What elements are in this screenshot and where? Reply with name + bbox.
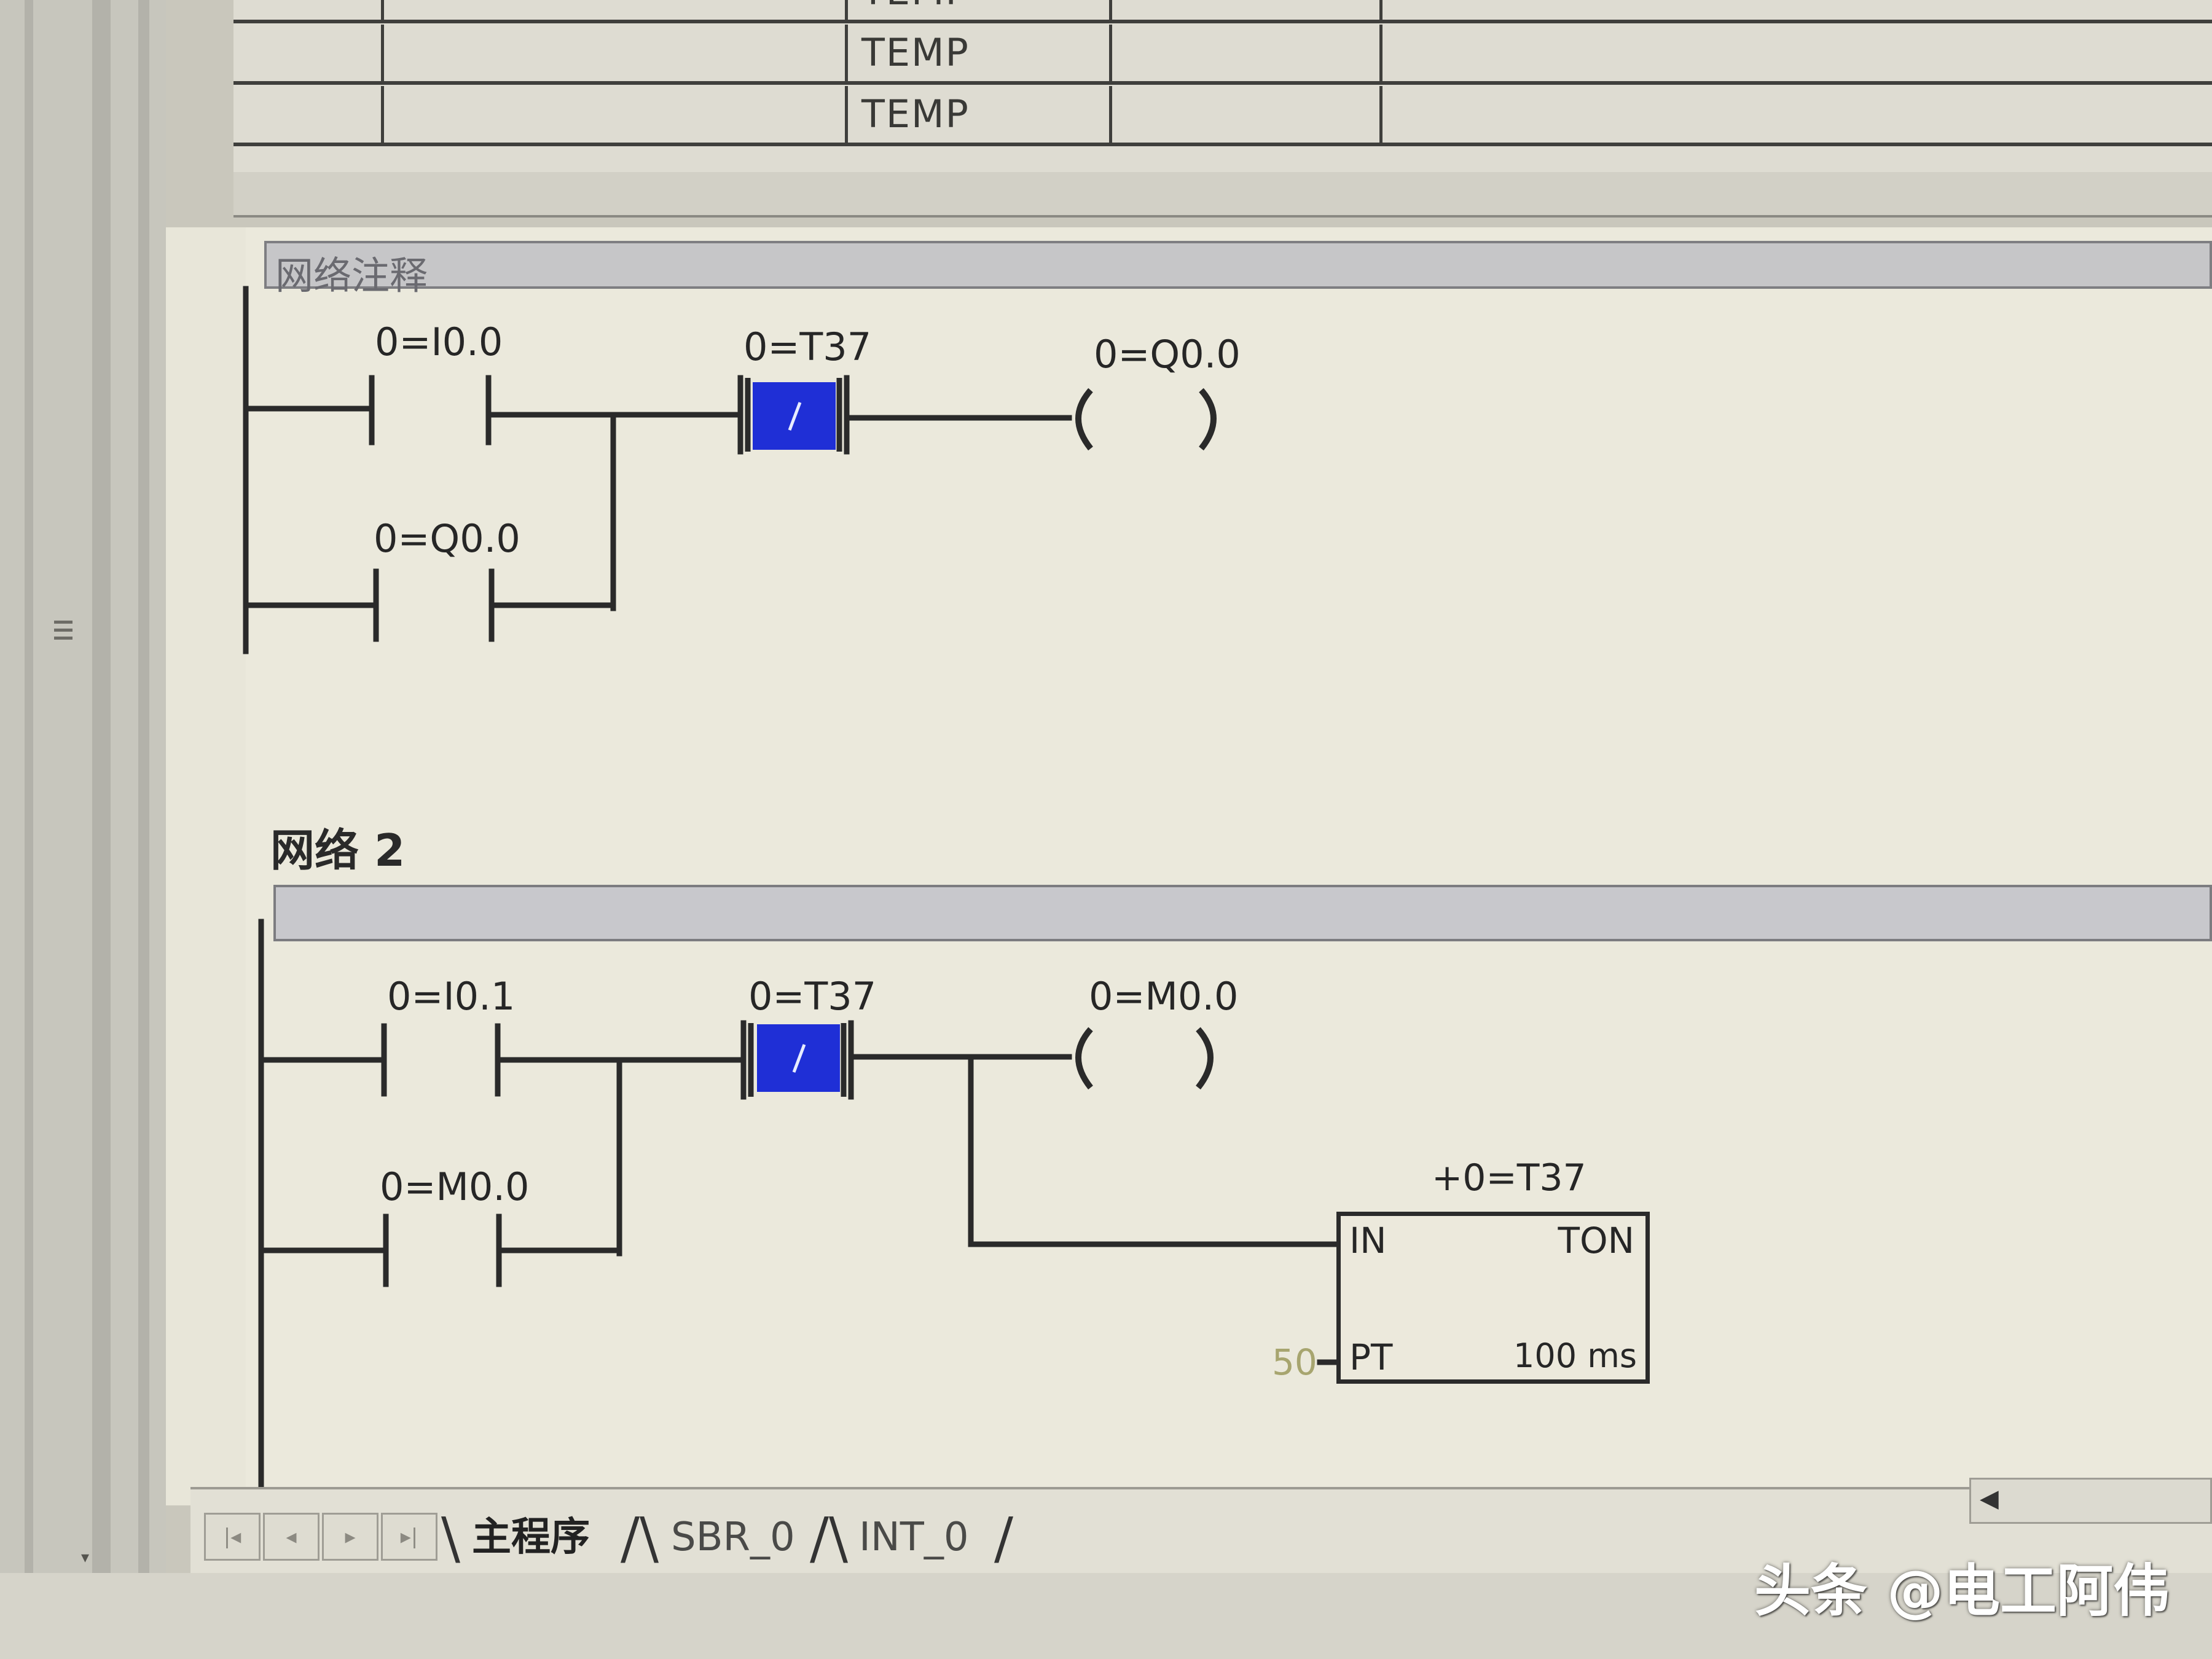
prev-icon[interactable]: ◂ [263, 1513, 320, 1561]
network-comment-field[interactable]: 网络注释 [264, 241, 2212, 298]
timer-preset-value[interactable]: 50 [1272, 1341, 1317, 1383]
last-icon[interactable]: ▸| [381, 1513, 437, 1561]
horizontal-scrollbar[interactable]: ◀ [1969, 1478, 2212, 1524]
contact-operand-i0-0[interactable]: 0=I0.0 [375, 320, 503, 364]
tab-int-0[interactable]: INT_0 [859, 1515, 969, 1560]
ladder-canvas[interactable] [246, 227, 2212, 1505]
scroll-left-icon[interactable]: ◀ [1980, 1484, 1999, 1513]
contact-operand-q0-0[interactable]: 0=Q0.0 [374, 516, 520, 561]
splitter-grip-icon[interactable] [54, 621, 73, 657]
variable-type: TEMP [861, 92, 970, 136]
variable-type: TEMP [848, 0, 1109, 20]
timer-pt-pin: PT [1349, 1336, 1393, 1378]
local-variable-table: TEMP TEMP TEMP [233, 0, 2212, 172]
timer-resolution: 100 ms [1513, 1336, 1637, 1375]
contact-operand-m0-0[interactable]: 0=M0.0 [380, 1164, 530, 1209]
coil-operand-q0-0[interactable]: 0=Q0.0 [1094, 332, 1241, 377]
ton-timer-block[interactable]: IN TON PT 100 ms [1336, 1212, 1650, 1384]
variable-row[interactable]: TEMP [233, 25, 2212, 85]
network-2-comment-field[interactable] [273, 885, 2212, 941]
scroll-down-icon[interactable]: ▾ [81, 1548, 90, 1567]
left-panel-frame: ▾ [0, 0, 166, 1659]
contact-operand-i0-1[interactable]: 0=I0.1 [387, 974, 516, 1019]
contact-operand-t37[interactable]: 0=T37 [748, 974, 877, 1019]
first-icon[interactable]: |◂ [204, 1513, 261, 1561]
ladder-editor[interactable] [166, 227, 2212, 1505]
variable-type: TEMP [861, 30, 970, 75]
timer-type: TON [1558, 1220, 1634, 1261]
program-tab-strip: |◂ ◂ ▸ ▸| \ 主程序 /\ SBR_0 /\ INT_0 / [190, 1487, 2212, 1575]
contact-operand-t37[interactable]: 0=T37 [743, 324, 872, 369]
variable-row[interactable]: TEMP [233, 86, 2212, 146]
next-icon[interactable]: ▸ [322, 1513, 378, 1561]
network-comment-placeholder: 网络注释 [275, 253, 428, 298]
window-bottom-edge [0, 1573, 2212, 1659]
variable-row[interactable]: TEMP [233, 0, 2212, 23]
watermark-text: 头条 @电工阿伟 [1754, 1558, 2170, 1624]
coil-operand-m0-0[interactable]: 0=M0.0 [1089, 974, 1239, 1019]
tab-sbr-0[interactable]: SBR_0 [671, 1515, 795, 1560]
variable-table-footer [233, 172, 2212, 218]
timer-in-pin: IN [1349, 1220, 1387, 1261]
tab-main-program[interactable]: 主程序 [472, 1515, 590, 1560]
timer-address[interactable]: +0=T37 [1432, 1156, 1586, 1199]
coil-symbols [1075, 388, 1217, 1090]
network-2-title[interactable]: 网络 2 [270, 825, 406, 876]
